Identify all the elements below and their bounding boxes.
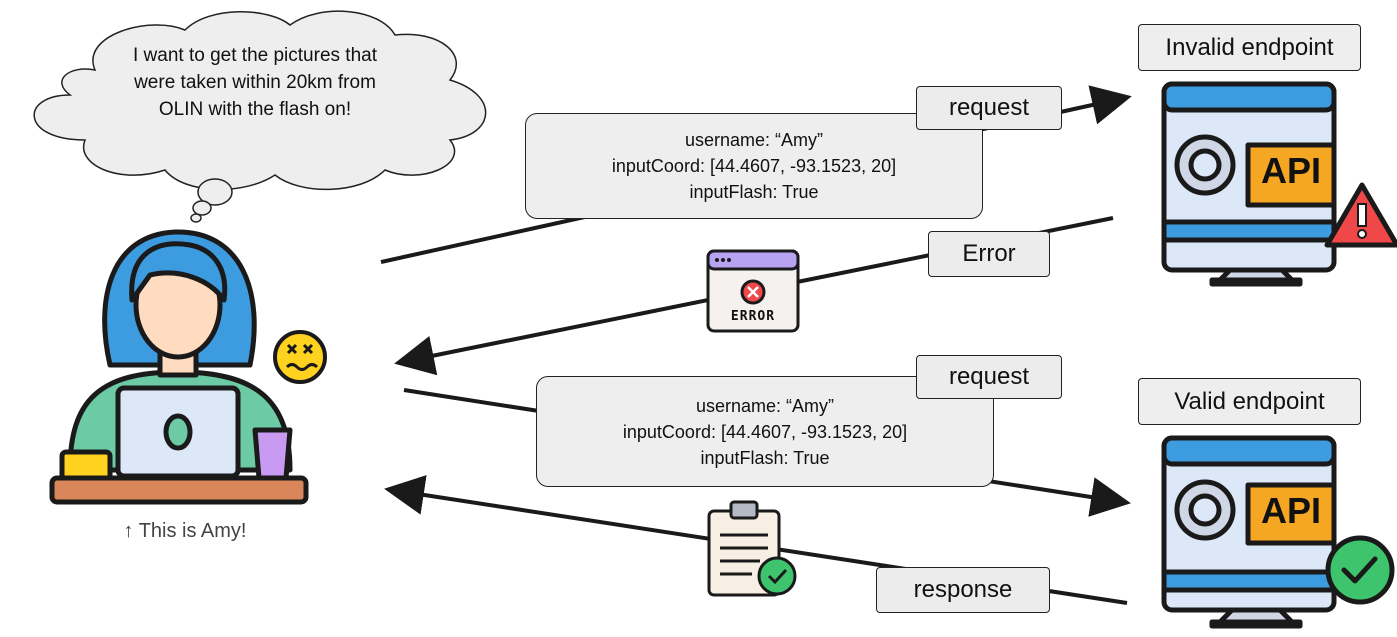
valid-payload-text: username: “Amy” inputCoord: [44.4607, -9…: [622, 395, 908, 468]
invalid-payload-text: username: “Amy” inputCoord: [44.4607, -9…: [611, 130, 897, 202]
valid-request-label: request: [916, 355, 1062, 399]
invalid-api-text: API: [1260, 150, 1321, 191]
invalid-request-label: request: [916, 86, 1062, 130]
valid-request-text: request: [948, 363, 1030, 390]
invalid-endpoint-text: Invalid endpoint: [1165, 33, 1334, 61]
invalid-request-payload: username: “Amy” inputCoord: [44.4607, -9…: [525, 113, 983, 219]
confused-emoji-icon: [273, 330, 327, 384]
error-label: Error: [928, 231, 1050, 277]
valid-api-text: API: [1260, 490, 1321, 531]
valid-endpoint-text: Valid endpoint: [1174, 387, 1325, 415]
user-caption: ↑ This is Amy!: [123, 520, 247, 542]
error-icon-text: ERROR: [730, 309, 776, 324]
thought-text: I want to get the pictures that were tak…: [133, 45, 377, 120]
response-text: response: [913, 576, 1013, 603]
invalid-endpoint-label: Invalid endpoint: [1138, 24, 1361, 71]
response-label: response: [876, 567, 1050, 613]
invalid-request-text: request: [948, 94, 1030, 121]
error-text: Error: [962, 240, 1016, 267]
valid-endpoint-label: Valid endpoint: [1138, 378, 1361, 425]
